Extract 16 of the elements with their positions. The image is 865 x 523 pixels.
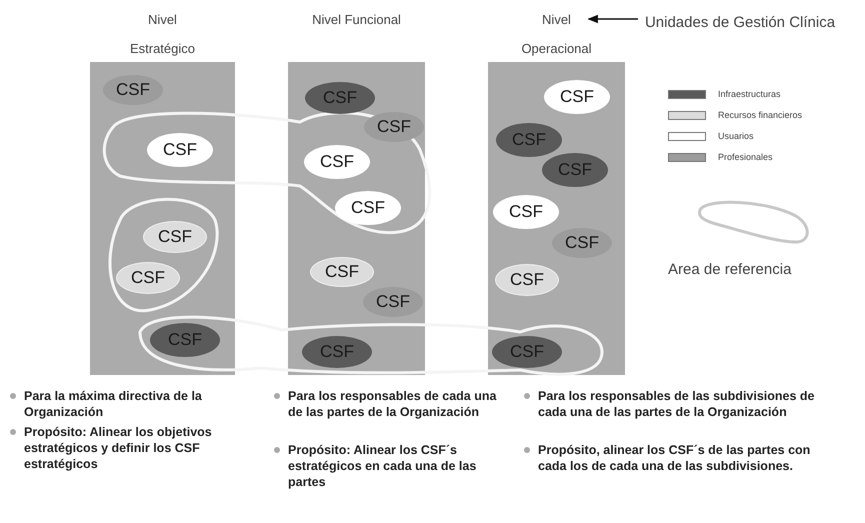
column-heading: Nivel Funcional [311, 11, 402, 29]
arrow [587, 14, 638, 24]
callout-text: Unidades de Gestión Clínica [640, 10, 840, 36]
column-heading: Nivel Estratégico [128, 11, 196, 58]
column-heading: Nivel Operacional [520, 11, 593, 58]
bullet-text: Propósito: Alinear los objetivos estratégicos y definir los CSF estratégicos [8, 424, 248, 472]
legend-text: Recursos financieros [718, 109, 802, 121]
legend-text: Usuarios [718, 130, 754, 142]
bullet-text: Propósito, alinear los CSF´s de las partes con cada los de cada una de las subdivisiones. [522, 442, 822, 474]
bullet-text: Propósito: Alinear los CSF´s estratégicos en cada una de las partes [272, 442, 502, 490]
legend-text: Area de referencia [668, 260, 792, 280]
legend-text: Profesionales [718, 151, 773, 163]
bullet-text: Para los responsables de las subdivisiones de cada una de las partes de la Organización [522, 388, 822, 420]
bullet-text: Para la máxima directiva de la Organización [8, 388, 248, 420]
legend-text: Infraestructuras [718, 88, 781, 100]
bullet-text: Para los responsables de cada una de las partes de la Organización [272, 388, 502, 420]
